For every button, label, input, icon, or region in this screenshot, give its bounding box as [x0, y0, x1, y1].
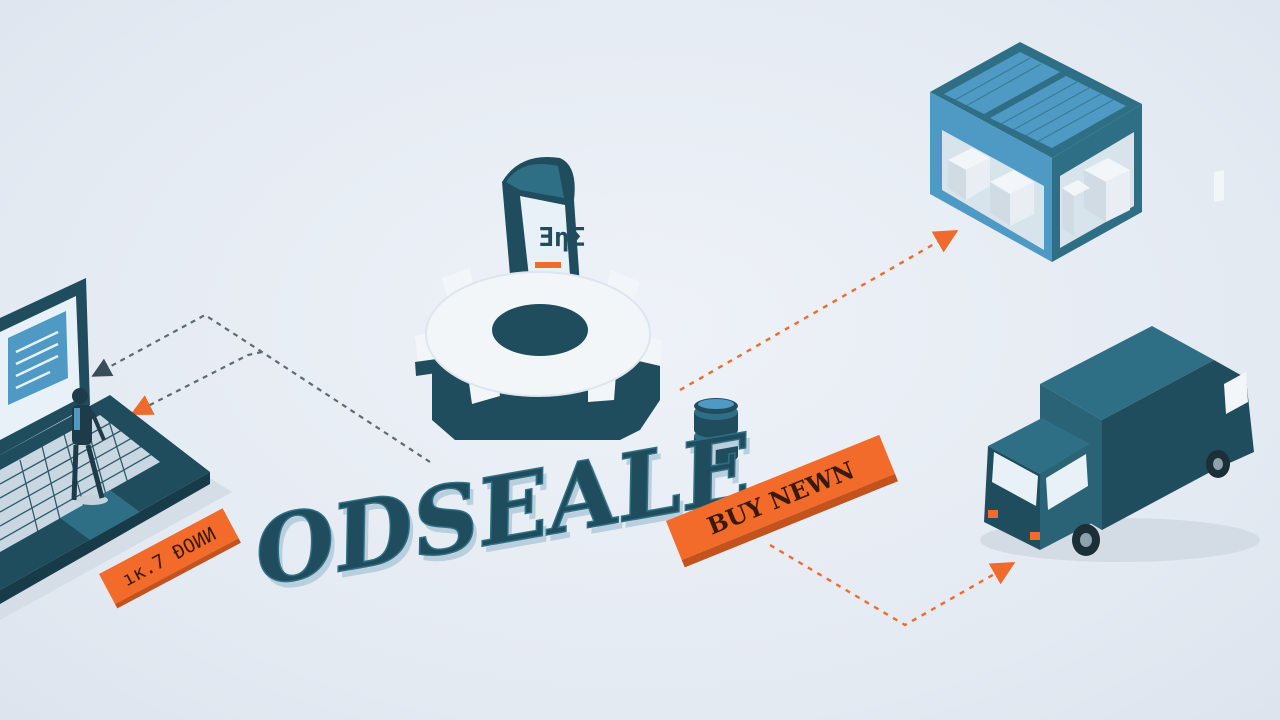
arrow-icon [130, 350, 263, 415]
database-icon [694, 398, 738, 464]
arrow-icon [679, 230, 959, 392]
arrow-icon [91, 313, 431, 463]
receipt-icon: Ƴ ƎηΣ [502, 157, 585, 298]
connector-arrows [91, 230, 1016, 627]
truck-icon [980, 170, 1260, 562]
person-icon [71, 388, 108, 505]
laptop-icon [0, 278, 232, 620]
arrow-icon [769, 543, 1016, 627]
wordmark-text: ODSEALE [246, 413, 762, 607]
gear-icon [415, 268, 662, 440]
receipt-glyphs: Ƴ ƎηΣ [507, 223, 585, 253]
warehouse-icon [930, 42, 1142, 262]
